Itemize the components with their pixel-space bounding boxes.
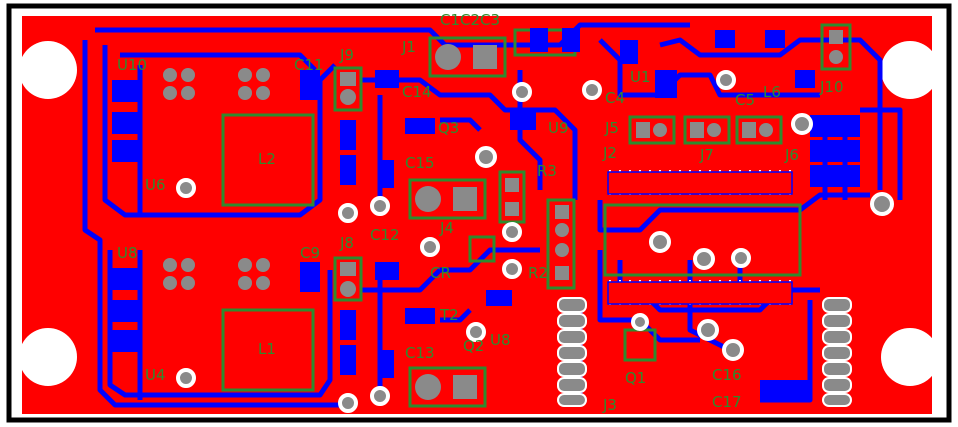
component-labels: C1C2C3 U10 C11 J9 J1 C14 C4 U1 C5 L6 J10… [117, 11, 844, 414]
label-j10: J10 [819, 78, 844, 96]
label-j4: J4 [439, 219, 454, 237]
label-u8-mid: U8 [490, 331, 511, 349]
label-j8: J8 [339, 234, 354, 252]
label-c11: C11 [294, 56, 324, 74]
label-c9: C9 [300, 244, 320, 262]
label-r3: R3 [537, 162, 557, 180]
label-c14: C14 [402, 83, 432, 101]
label-l6: L6 [763, 83, 781, 101]
label-c13: C13 [405, 344, 435, 362]
label-u1: U1 [630, 68, 651, 86]
label-j2: J2 [602, 144, 617, 162]
label-l1: L1 [258, 340, 276, 358]
label-j7: J7 [699, 146, 714, 164]
label-c17: C17 [712, 393, 742, 411]
label-u8-top: U8 [117, 244, 138, 262]
label-c4: C4 [605, 89, 625, 107]
label-j6: J6 [784, 146, 799, 164]
label-l2: L2 [258, 150, 276, 168]
smd-pads [112, 28, 860, 400]
label-t2: T2 [439, 306, 459, 324]
th-pads [163, 30, 843, 400]
label-cr: CR [430, 264, 451, 282]
ic-pins [607, 171, 793, 305]
label-c12: C12 [370, 226, 400, 244]
label-c1c2c3: C1C2C3 [440, 11, 500, 29]
label-j5: J5 [604, 119, 619, 137]
pin-headers [557, 297, 852, 407]
label-u6: U6 [145, 176, 166, 194]
mounting-holes [19, 41, 939, 386]
label-q1: Q1 [625, 369, 646, 387]
label-j3: J3 [602, 396, 617, 414]
label-u9: U9 [548, 119, 569, 137]
label-q2: Q2 [463, 337, 484, 355]
label-c15: C15 [405, 154, 435, 172]
label-j9: J9 [339, 46, 354, 64]
label-q3: Q3 [438, 119, 459, 137]
label-c5: C5 [735, 91, 755, 109]
label-c16: C16 [712, 366, 742, 384]
label-r2: R2 [528, 264, 548, 282]
label-j1: J1 [401, 38, 416, 56]
label-u10: U10 [117, 56, 147, 74]
label-u4: U4 [145, 366, 166, 384]
vias [176, 70, 894, 413]
